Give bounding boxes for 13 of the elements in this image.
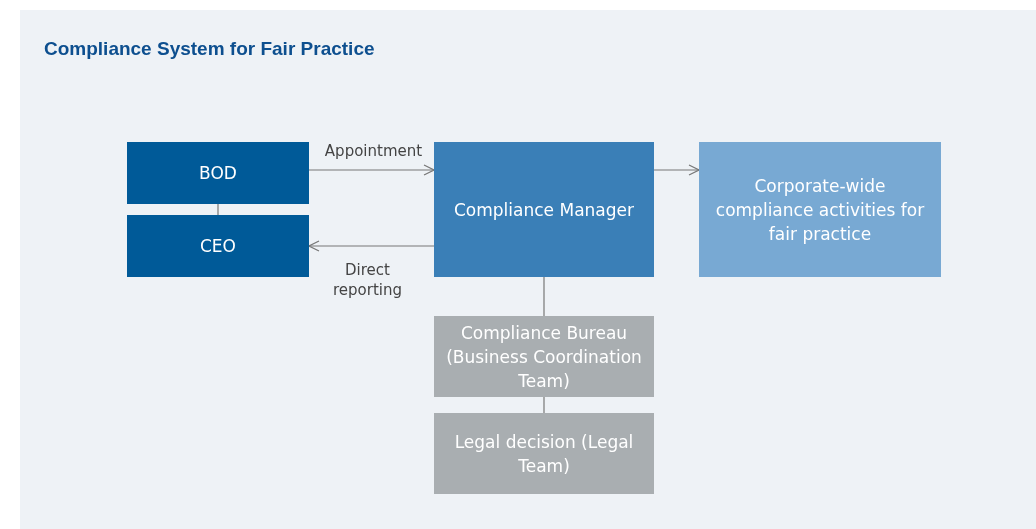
connector-line: [543, 396, 545, 414]
org-box: Compliance Manager: [434, 142, 654, 277]
org-box: BOD: [127, 142, 309, 204]
arrow: [308, 164, 435, 176]
arrow: [653, 164, 700, 176]
org-box: Legal decision (Legal Team): [434, 413, 654, 494]
diagram-title: Compliance System for Fair Practice: [44, 38, 375, 60]
org-box: CEO: [127, 215, 309, 277]
connector-line: [217, 203, 219, 216]
org-box: Compliance Bureau (Business Coordination Team): [434, 316, 654, 397]
connector-line: [543, 276, 545, 317]
arrow: [308, 240, 435, 252]
org-box: Corporate-wide compliance activities for fair practice: [699, 142, 941, 277]
